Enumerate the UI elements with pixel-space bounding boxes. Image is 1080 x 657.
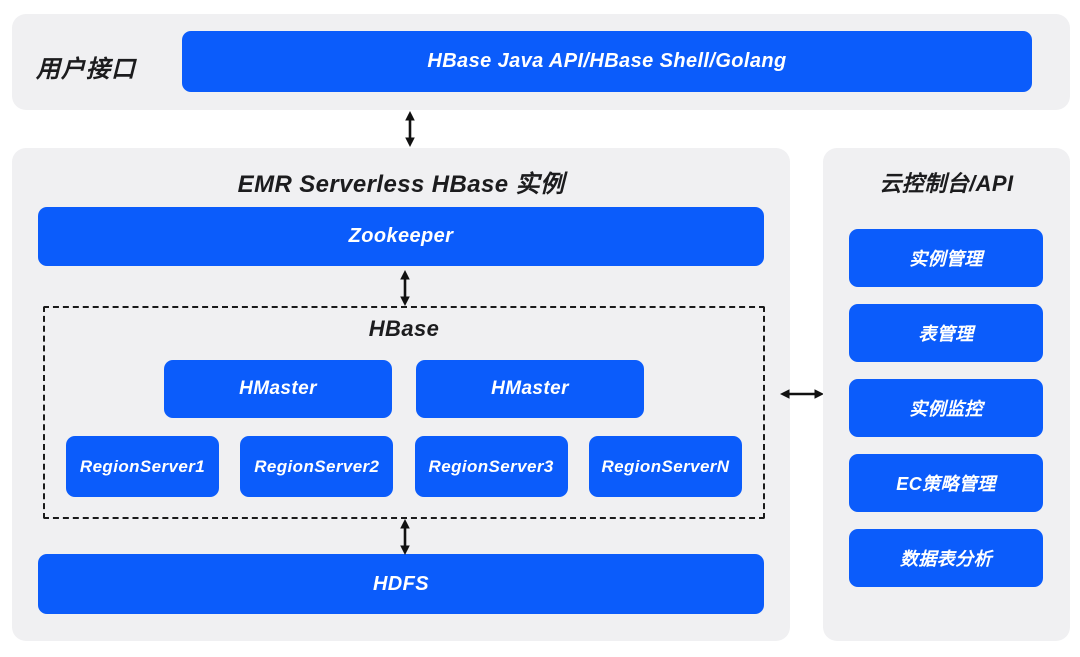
regionserver-node: RegionServer2 [240,436,394,497]
hbase-api-node: HBase Java API/HBase Shell/Golang [182,31,1032,92]
emr-instance-panel: EMR Serverless HBase 实例 Zookeeper HBase … [12,148,790,641]
cloud-console-title: 云控制台/API [879,171,1014,196]
hbase-group-box: HBase HMaster HMaster RegionServer1 Regi… [43,306,765,519]
hmaster-row: HMaster HMaster [45,360,763,418]
instance-monitoring-node: 实例监控 [849,379,1043,437]
hmaster-node: HMaster [416,360,644,418]
horizontal-double-arrow-icon [780,387,824,401]
vertical-double-arrow-icon [398,519,412,555]
zookeeper-node: Zookeeper [38,207,764,266]
regionserver-node: RegionServerN [588,436,742,497]
console-button-list: 实例管理 表管理 实例监控 EC策略管理 数据表分析 [849,229,1043,587]
regionserver-row: RegionServer1 RegionServer2 RegionServer… [45,436,763,497]
hdfs-node: HDFS [38,554,764,614]
regionserver-node: RegionServer3 [414,436,568,497]
vertical-double-arrow-icon [398,270,412,306]
vertical-double-arrow-icon [403,111,417,147]
data-table-analysis-node: 数据表分析 [849,529,1043,587]
user-interface-label: 用户接口 [36,56,136,83]
ec-policy-management-node: EC策略管理 [849,454,1043,512]
instance-management-node: 实例管理 [849,229,1043,287]
hmaster-node: HMaster [164,360,392,418]
hbase-group-title: HBase [368,316,440,341]
table-management-node: 表管理 [849,304,1043,362]
cloud-console-panel: 云控制台/API 实例管理 表管理 实例监控 EC策略管理 数据表分析 [823,148,1070,641]
emr-instance-title: EMR Serverless HBase 实例 [237,171,565,198]
regionserver-node: RegionServer1 [66,436,219,497]
user-interface-panel: 用户接口 HBase Java API/HBase Shell/Golang [12,14,1070,110]
